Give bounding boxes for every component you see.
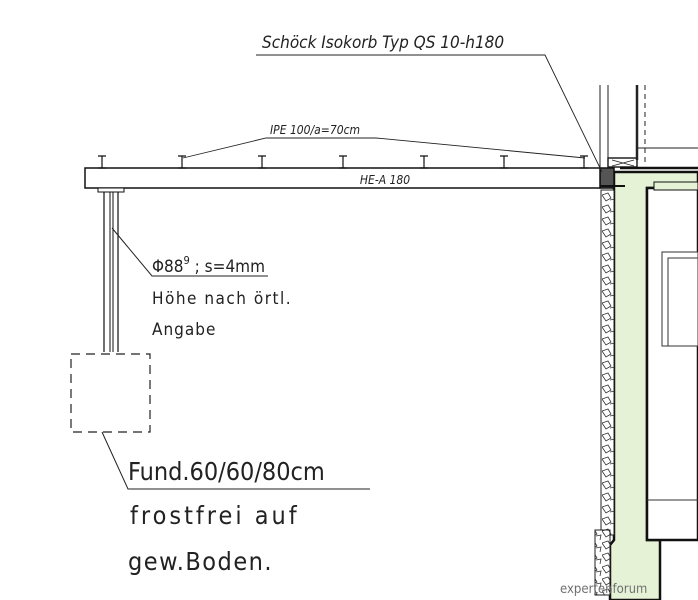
joists <box>98 155 588 169</box>
joist-leader <box>182 137 586 159</box>
joist-label: IPE 100/a=70cm <box>270 123 360 137</box>
foundation-label-1: Fund.60/60/80cm <box>128 457 325 486</box>
isokorb-connector <box>596 167 625 189</box>
watermark: expertenforum <box>560 582 647 597</box>
upper-wall <box>599 85 698 168</box>
foundation-label-2: frostfrei auf <box>130 501 300 530</box>
main-beam: HE-A 180 <box>84 167 601 189</box>
connector-leader <box>256 54 603 173</box>
masonry-wall <box>594 189 615 596</box>
concrete-wall <box>608 166 698 600</box>
column-spec: Φ889 ; s=4mm <box>152 254 265 277</box>
foundation-leader <box>101 431 370 490</box>
foundation-outline <box>70 353 151 433</box>
connector-label: Schöck Isokorb Typ QS 10-h180 <box>262 33 504 53</box>
column-note-1: Höhe nach örtl. <box>152 289 292 309</box>
column-diameter-sup: 9 <box>184 254 190 267</box>
steel-column <box>97 187 125 352</box>
column-diameter: Φ88 <box>152 257 184 277</box>
foundation-label-3: gew.Boden. <box>128 547 273 576</box>
column-thickness: ; s=4mm <box>190 257 265 277</box>
main-beam-label: HE-A 180 <box>360 173 410 187</box>
column-note-2: Angabe <box>152 320 216 340</box>
column-leader <box>111 227 268 277</box>
